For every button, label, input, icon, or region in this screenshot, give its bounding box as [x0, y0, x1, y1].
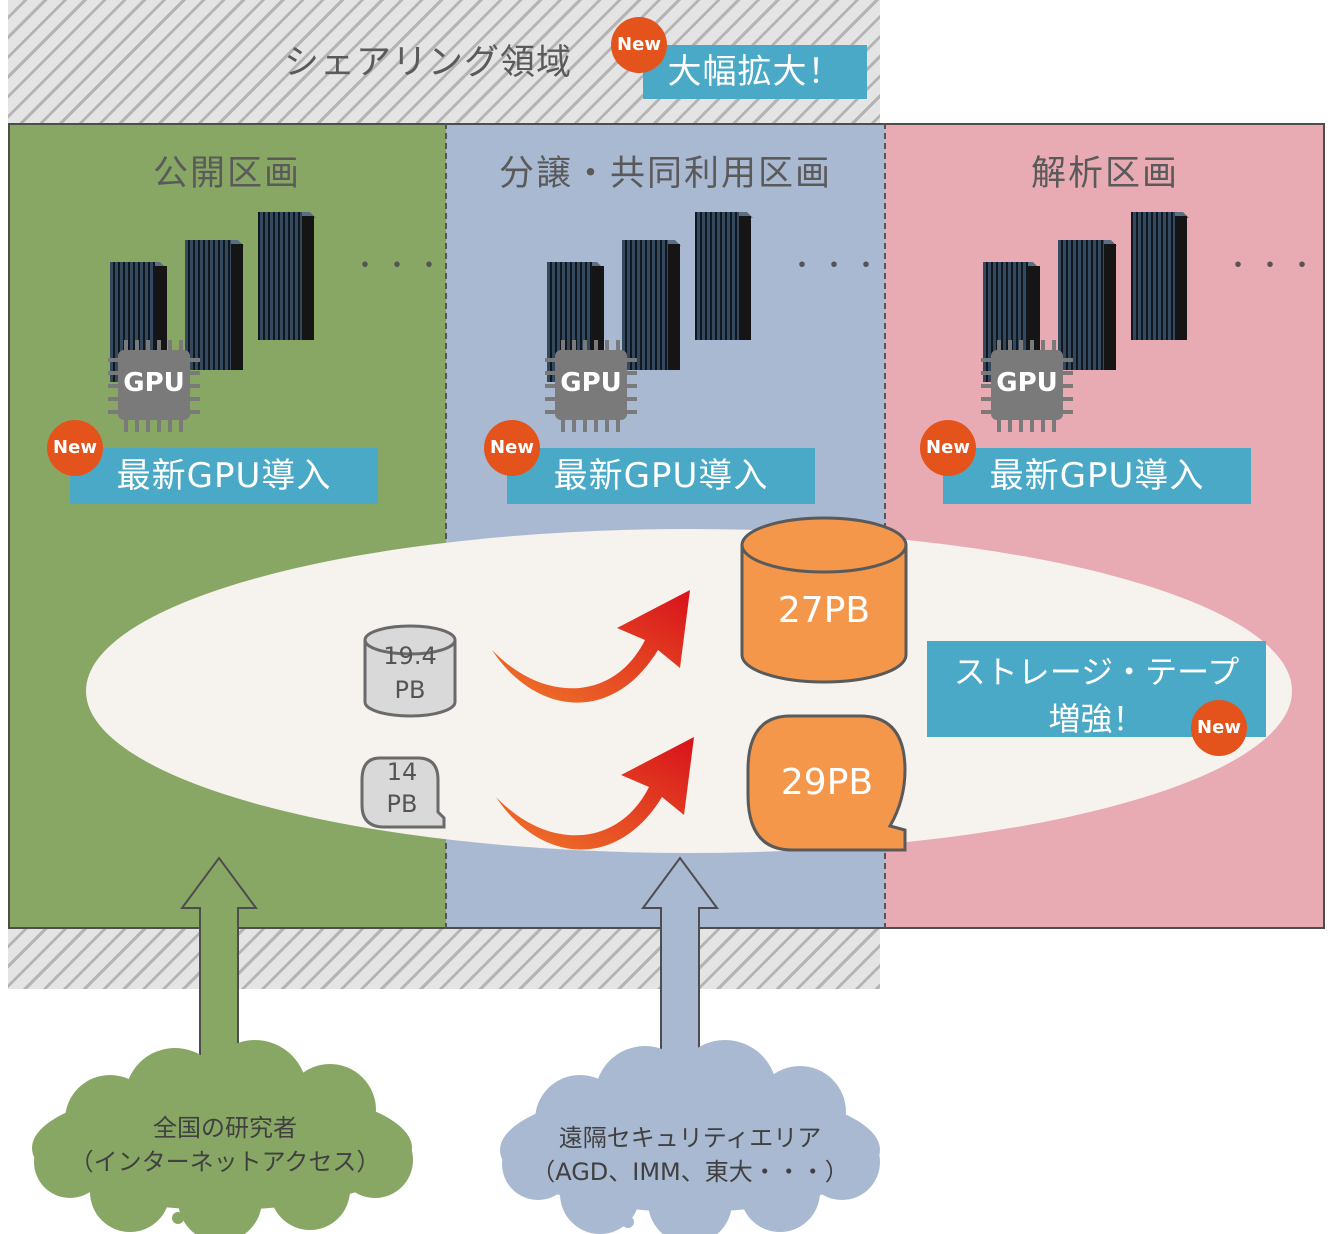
sharing-banner: 大幅拡大！	[643, 45, 867, 99]
old-disk-label-2: PB	[394, 676, 426, 704]
zone-public-title: 公開区画	[152, 154, 301, 194]
gpu-new-badge-shared: New	[484, 420, 540, 476]
gpu-banner-shared: 最新GPU導入	[507, 448, 815, 504]
gpu-chip-icon	[108, 340, 200, 432]
remote-access-line2: （AGD、IMM、東大・・・）	[531, 1158, 849, 1186]
old-disk-cylinder	[363, 624, 457, 718]
storage-new-badge: New	[1191, 700, 1247, 756]
remote-access-line1: 遠隔セキュリティエリア	[558, 1124, 822, 1152]
sharing-new-badge: New	[611, 17, 667, 73]
gpu-new-badge-public: New	[47, 420, 103, 476]
ellipsis-analysis: ・・・	[1225, 251, 1322, 281]
new-disk-label: 27PB	[777, 590, 871, 631]
server-rack-group	[108, 212, 316, 432]
zone-shared-title: 分譲・共同利用区画	[498, 154, 832, 194]
remote-access-cloud	[500, 1040, 880, 1234]
storage-callout-line2: 増強！	[1048, 700, 1145, 738]
new-disk-cylinder	[740, 516, 908, 684]
public-access-line2: （インターネットアクセス）	[69, 1148, 381, 1176]
remote-access-arrow	[641, 856, 719, 1071]
sharing-area-title: シェアリング領域	[284, 43, 573, 83]
sharing-area-bottom	[8, 929, 880, 989]
public-access-cloud	[32, 1040, 413, 1234]
gpu-banner-analysis: 最新GPU導入	[943, 448, 1251, 504]
public-access-arrow	[180, 856, 258, 1071]
ellipsis-shared: ・・・	[789, 251, 886, 281]
gpu-label-shared: GPU	[560, 368, 622, 398]
new-tape-bubble	[746, 714, 907, 852]
gpu-banner-public: 最新GPU導入	[70, 448, 378, 504]
upgrade-arrow-disk	[492, 590, 690, 703]
ellipsis-public: ・・・	[352, 251, 449, 281]
old-tape-label-1: 14	[386, 758, 418, 786]
server-rack-2	[185, 240, 244, 370]
old-tape-bubble	[360, 756, 446, 829]
gpu-label-analysis: GPU	[996, 368, 1058, 398]
new-tape-label: 29PB	[780, 762, 874, 803]
zone-divider-1	[445, 123, 447, 929]
storage-callout-line1: ストレージ・テープ	[953, 653, 1240, 691]
old-tape-label-2: PB	[386, 790, 418, 818]
old-disk-label-1: 19.4	[383, 642, 437, 670]
upgrade-arrow-tape	[496, 737, 694, 850]
gpu-new-badge-analysis: New	[920, 420, 976, 476]
gpu-label-public: GPU	[123, 368, 185, 398]
servers-graphic	[108, 210, 1191, 434]
public-access-line1: 全国の研究者	[153, 1114, 297, 1142]
zone-analysis-title: 解析区画	[1030, 154, 1179, 194]
server-rack-3	[258, 212, 316, 340]
